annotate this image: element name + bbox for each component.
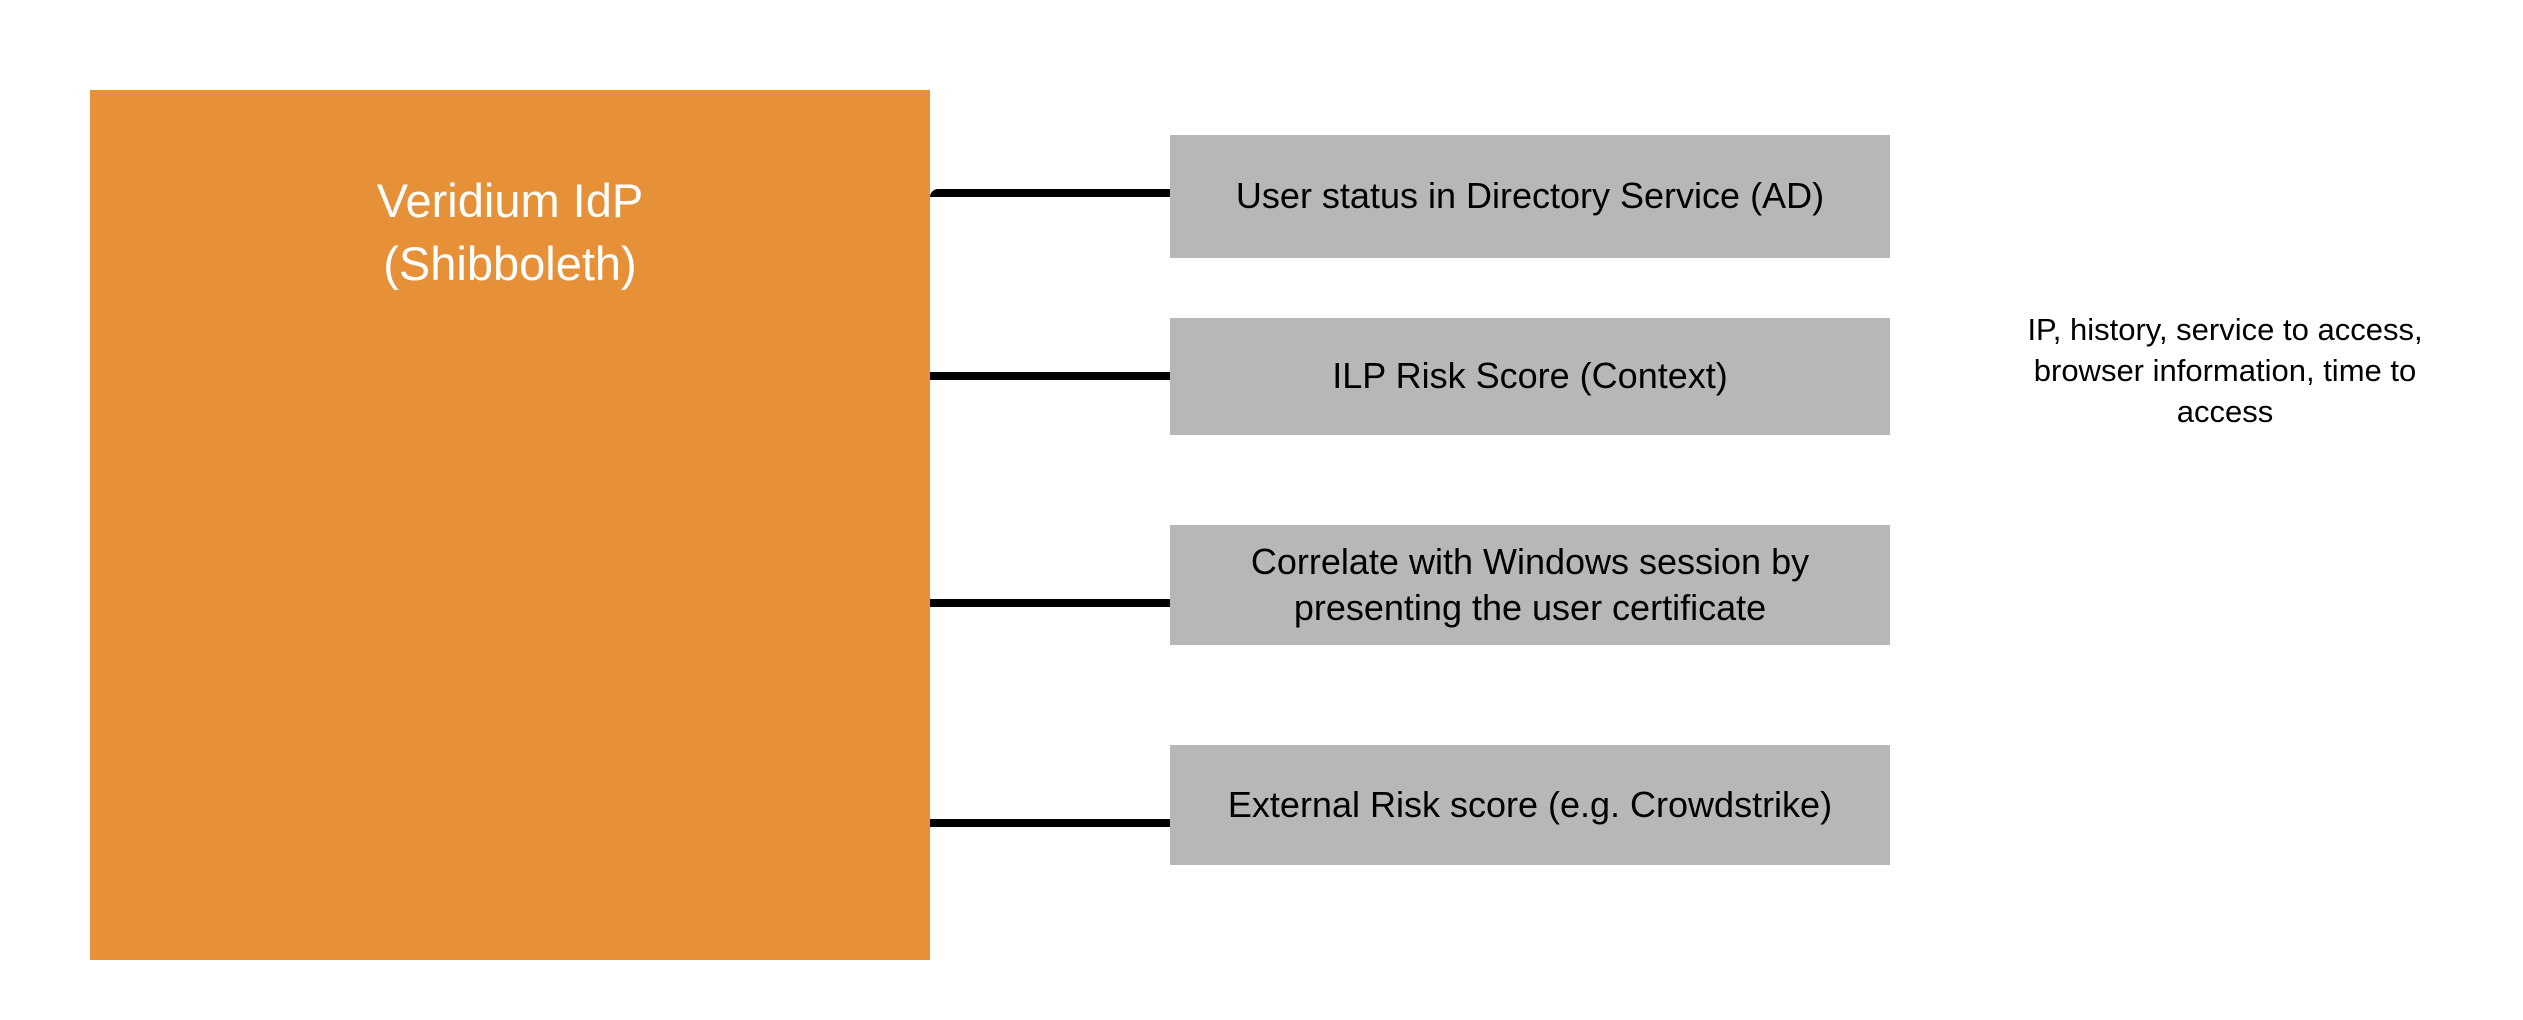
idp-node: Veridium IdP (Shibboleth) [90, 90, 930, 960]
connector-line-3 [930, 599, 1170, 607]
factor-node-label: User status in Directory Service (AD) [1235, 175, 1825, 217]
connector-line-1 [930, 189, 1170, 197]
factor-node-ilp-risk-score: ILP Risk Score (Context) [1170, 318, 1890, 435]
factor-node-label: Correlate with Windows session by presen… [1250, 540, 1810, 628]
factor-node-label: ILP Risk Score (Context) [1332, 355, 1728, 397]
connector-line-2 [930, 372, 1170, 380]
idp-node-label: Veridium IdP (Shibboleth) [376, 174, 644, 290]
context-annotation: IP, history, service to access, browser … [2027, 312, 2423, 429]
factor-node-external-risk-score: External Risk score (e.g. Crowdstrike) [1170, 745, 1890, 865]
factor-node-windows-session-correlation: Correlate with Windows session by presen… [1170, 525, 1890, 645]
connector-line-4 [930, 819, 1170, 827]
factor-node-label: External Risk score (e.g. Crowdstrike) [1227, 783, 1833, 825]
factor-node-user-status: User status in Directory Service (AD) [1170, 135, 1890, 258]
